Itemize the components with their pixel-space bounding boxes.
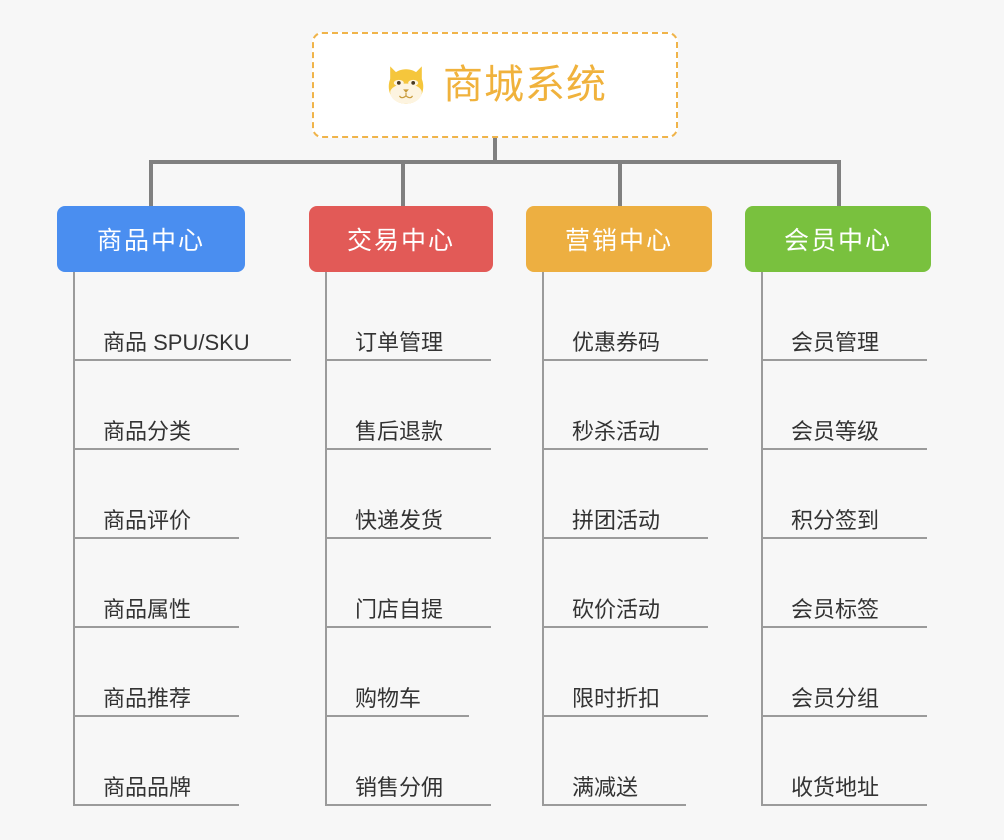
connector-drop-4 <box>837 160 841 206</box>
connector-stem <box>493 138 497 163</box>
list-item-label: 会员分组 <box>791 685 880 711</box>
connector-drop-3 <box>618 160 622 206</box>
root-title: 商城系统 <box>443 63 607 107</box>
list-item[interactable]: 收货地址 <box>763 717 931 806</box>
list-item-label: 会员等级 <box>791 418 880 444</box>
list-item[interactable]: 订单管理 <box>327 272 493 361</box>
list-item[interactable]: 商品评价 <box>75 450 245 539</box>
list-item-underline <box>544 804 686 806</box>
list-item[interactable]: 销售分佣 <box>327 717 493 806</box>
list-item[interactable]: 限时折扣 <box>544 628 712 717</box>
list-item[interactable]: 商品推荐 <box>75 628 245 717</box>
list-item-label: 会员标签 <box>791 596 880 622</box>
list-item-label: 销售分佣 <box>355 774 444 800</box>
list-item-underline <box>75 626 239 628</box>
list-item-underline <box>544 626 708 628</box>
branch-column-4: 会员中心 会员管理 会员等级 积分签到 会员标签 会员分组 <box>745 206 931 806</box>
branch-label: 会员中心 <box>783 227 892 255</box>
list-item[interactable]: 快递发货 <box>327 450 493 539</box>
list-item-underline <box>327 359 491 361</box>
list-item-label: 会员管理 <box>791 329 880 355</box>
list-item-underline <box>763 537 927 539</box>
list-item[interactable]: 门店自提 <box>327 539 493 628</box>
list-item-label: 拼团活动 <box>572 507 661 533</box>
list-item-label: 商品属性 <box>103 596 192 622</box>
list-item-underline <box>75 537 239 539</box>
list-item[interactable]: 秒杀活动 <box>544 361 712 450</box>
list-item-underline <box>75 804 239 806</box>
list-item-underline <box>763 626 927 628</box>
branch-column-3: 营销中心 优惠券码 秒杀活动 拼团活动 砍价活动 限时折扣 <box>526 206 712 806</box>
list-item[interactable]: 商品分类 <box>75 361 245 450</box>
list-item-label: 门店自提 <box>355 596 444 622</box>
branch-header-1[interactable]: 商品中心 <box>57 206 245 272</box>
list-item-underline <box>327 626 491 628</box>
list-item[interactable]: 购物车 <box>327 628 493 717</box>
list-item-label: 购物车 <box>355 685 422 711</box>
list-item-underline <box>75 359 291 361</box>
branch-items-4: 会员管理 会员等级 积分签到 会员标签 会员分组 收货地址 <box>761 272 931 806</box>
list-item-underline <box>327 715 469 717</box>
list-item-underline <box>544 537 708 539</box>
list-item-label: 积分签到 <box>791 507 880 533</box>
list-item[interactable]: 商品属性 <box>75 539 245 628</box>
list-item-label: 商品推荐 <box>103 685 192 711</box>
branch-label: 交易中心 <box>346 227 455 255</box>
list-item[interactable]: 砍价活动 <box>544 539 712 628</box>
branch-column-2: 交易中心 订单管理 售后退款 快递发货 门店自提 购物车 <box>309 206 493 806</box>
list-item-label: 商品 SPU/SKU <box>103 329 250 355</box>
list-item-underline <box>763 359 927 361</box>
list-item-label: 满减送 <box>572 774 639 800</box>
branch-column-1: 商品中心 商品 SPU/SKU 商品分类 商品评价 商品属性 商品推荐 <box>57 206 291 806</box>
list-item[interactable]: 会员标签 <box>763 539 931 628</box>
connector-drop-1 <box>149 160 153 206</box>
list-item-label: 商品分类 <box>103 418 192 444</box>
branch-items-2: 订单管理 售后退款 快递发货 门店自提 购物车 销售分佣 <box>325 272 493 806</box>
list-item-underline <box>327 537 491 539</box>
list-item[interactable]: 优惠券码 <box>544 272 712 361</box>
list-item-label: 秒杀活动 <box>572 418 661 444</box>
list-item-underline <box>763 804 927 806</box>
branch-label: 商品中心 <box>96 227 205 255</box>
list-item[interactable]: 售后退款 <box>327 361 493 450</box>
list-item[interactable]: 积分签到 <box>763 450 931 539</box>
list-item[interactable]: 会员等级 <box>763 361 931 450</box>
list-item-label: 砍价活动 <box>572 596 661 622</box>
list-item[interactable]: 商品品牌 <box>75 717 245 806</box>
list-item-label: 订单管理 <box>355 329 444 355</box>
list-item-underline <box>75 448 239 450</box>
branch-label: 营销中心 <box>564 227 673 255</box>
connector-drop-2 <box>401 160 405 206</box>
branch-header-4[interactable]: 会员中心 <box>745 206 931 272</box>
branch-header-3[interactable]: 营销中心 <box>526 206 712 272</box>
branch-items-3: 优惠券码 秒杀活动 拼团活动 砍价活动 限时折扣 满减送 <box>542 272 712 806</box>
list-item[interactable]: 拼团活动 <box>544 450 712 539</box>
list-item-label: 商品评价 <box>103 507 192 533</box>
shiba-dog-face-icon <box>388 66 424 104</box>
branch-header-2[interactable]: 交易中心 <box>309 206 493 272</box>
list-item-label: 优惠券码 <box>572 329 661 355</box>
list-item-label: 售后退款 <box>355 418 444 444</box>
root-node[interactable]: 商城系统 <box>312 32 678 138</box>
list-item-underline <box>544 715 708 717</box>
list-item-underline <box>544 448 708 450</box>
list-item-label: 限时折扣 <box>572 685 661 711</box>
list-item[interactable]: 会员管理 <box>763 272 931 361</box>
list-item-underline <box>327 448 491 450</box>
list-item-label: 快递发货 <box>355 507 444 533</box>
list-item[interactable]: 商品 SPU/SKU <box>75 272 291 361</box>
connector-bus <box>149 160 841 164</box>
branch-items-1: 商品 SPU/SKU 商品分类 商品评价 商品属性 商品推荐 商品品牌 <box>73 272 291 806</box>
list-item-underline <box>327 804 491 806</box>
list-item-underline <box>544 359 708 361</box>
list-item-underline <box>763 715 927 717</box>
list-item[interactable]: 满减送 <box>544 717 712 806</box>
list-item-underline <box>763 448 927 450</box>
list-item-label: 商品品牌 <box>103 774 192 800</box>
list-item[interactable]: 会员分组 <box>763 628 931 717</box>
list-item-underline <box>75 715 239 717</box>
list-item-label: 收货地址 <box>791 774 880 800</box>
